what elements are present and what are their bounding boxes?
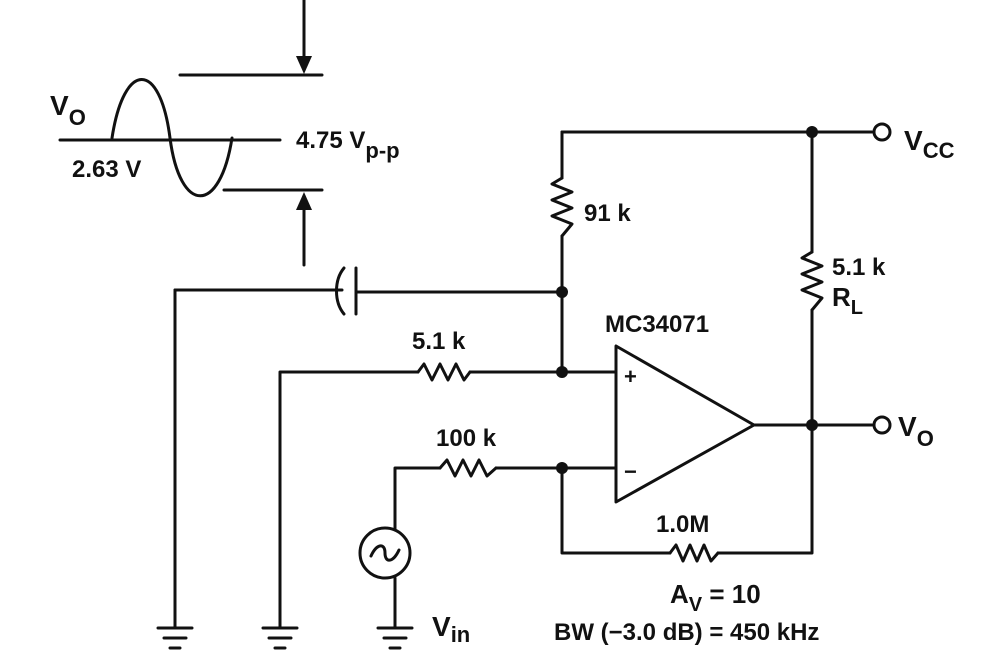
wire-51k-left [278,370,420,630]
gain-value: = 10 [702,579,761,609]
resistor-load-value: 5.1 k [832,254,886,281]
vin-main: V [432,611,451,642]
ac-source-symbol [369,544,401,562]
resistor-91k-label: 91 k [584,200,631,227]
ground-51k [261,626,299,650]
waveform-annotation: VO 2.63 V 4.75 Vp-p [50,0,400,267]
opamp-triangle [614,344,756,504]
waveform-signal-label: VO [50,90,86,130]
resistor-5-1k-label: 5.1 k [412,328,466,355]
resistor-load-name: RL [832,282,863,319]
resistor-100k-label: 100 k [436,425,497,452]
wire-feedback-right [716,423,814,555]
output-sub: O [917,426,934,451]
wiring [173,130,874,630]
output-terminal [872,415,892,435]
junction-plus [556,366,568,378]
resistor-1m [668,543,720,563]
vcc-sub: CC [923,138,955,163]
junction-cap [556,286,568,298]
arrow-up-head [296,192,312,210]
arrow-down-head [296,56,312,74]
junctions [556,126,818,474]
ground-cap [156,626,194,650]
amplitude-label: 4.75 Vp-p [296,127,400,163]
ac-source-circle [358,526,412,580]
sine-wave [110,78,234,198]
capacitor-plate-left [335,266,346,316]
opamp-minus-sign: − [624,459,637,484]
output-label: VO [898,411,934,451]
resistor-91k [550,176,574,238]
resistor-100k [438,458,498,478]
gain-main: A [670,579,689,609]
wire-feedback-left [560,466,672,555]
load-main: R [832,282,851,312]
opamp-plus-sign: + [624,364,637,389]
vcc-terminal [872,122,892,142]
vcc-label: VCC [904,125,955,163]
waveform-signal-sub: O [69,105,86,130]
resistor-1m-label: 1.0M [656,511,709,538]
gain-sub: V [689,594,703,616]
gain-label: AV = 10 [670,579,761,616]
resistor-load [800,250,824,312]
vin-sub: in [451,622,471,647]
ac-source [358,526,412,580]
ground-vin [376,626,414,650]
resistor-5-1k [416,362,472,382]
coupling-capacitor [335,266,358,316]
vin-label: Vin [432,611,470,647]
junction-output [806,419,818,431]
output-main: V [898,411,917,442]
dc-level-label: 2.63 V [72,156,141,183]
bandwidth-label: BW (−3.0 dB) = 450 kHz [554,619,819,646]
junction-vcc [806,126,818,138]
amplitude-main: 4.75 V [296,127,365,154]
waveform-signal-main: V [50,90,69,121]
load-sub: L [851,297,863,319]
wire-vin-top [393,466,442,532]
amplitude-sub: p-p [365,138,399,163]
junction-minus [556,462,568,474]
opamp-name-label: MC34071 [605,311,709,338]
vcc-main: V [904,125,923,156]
